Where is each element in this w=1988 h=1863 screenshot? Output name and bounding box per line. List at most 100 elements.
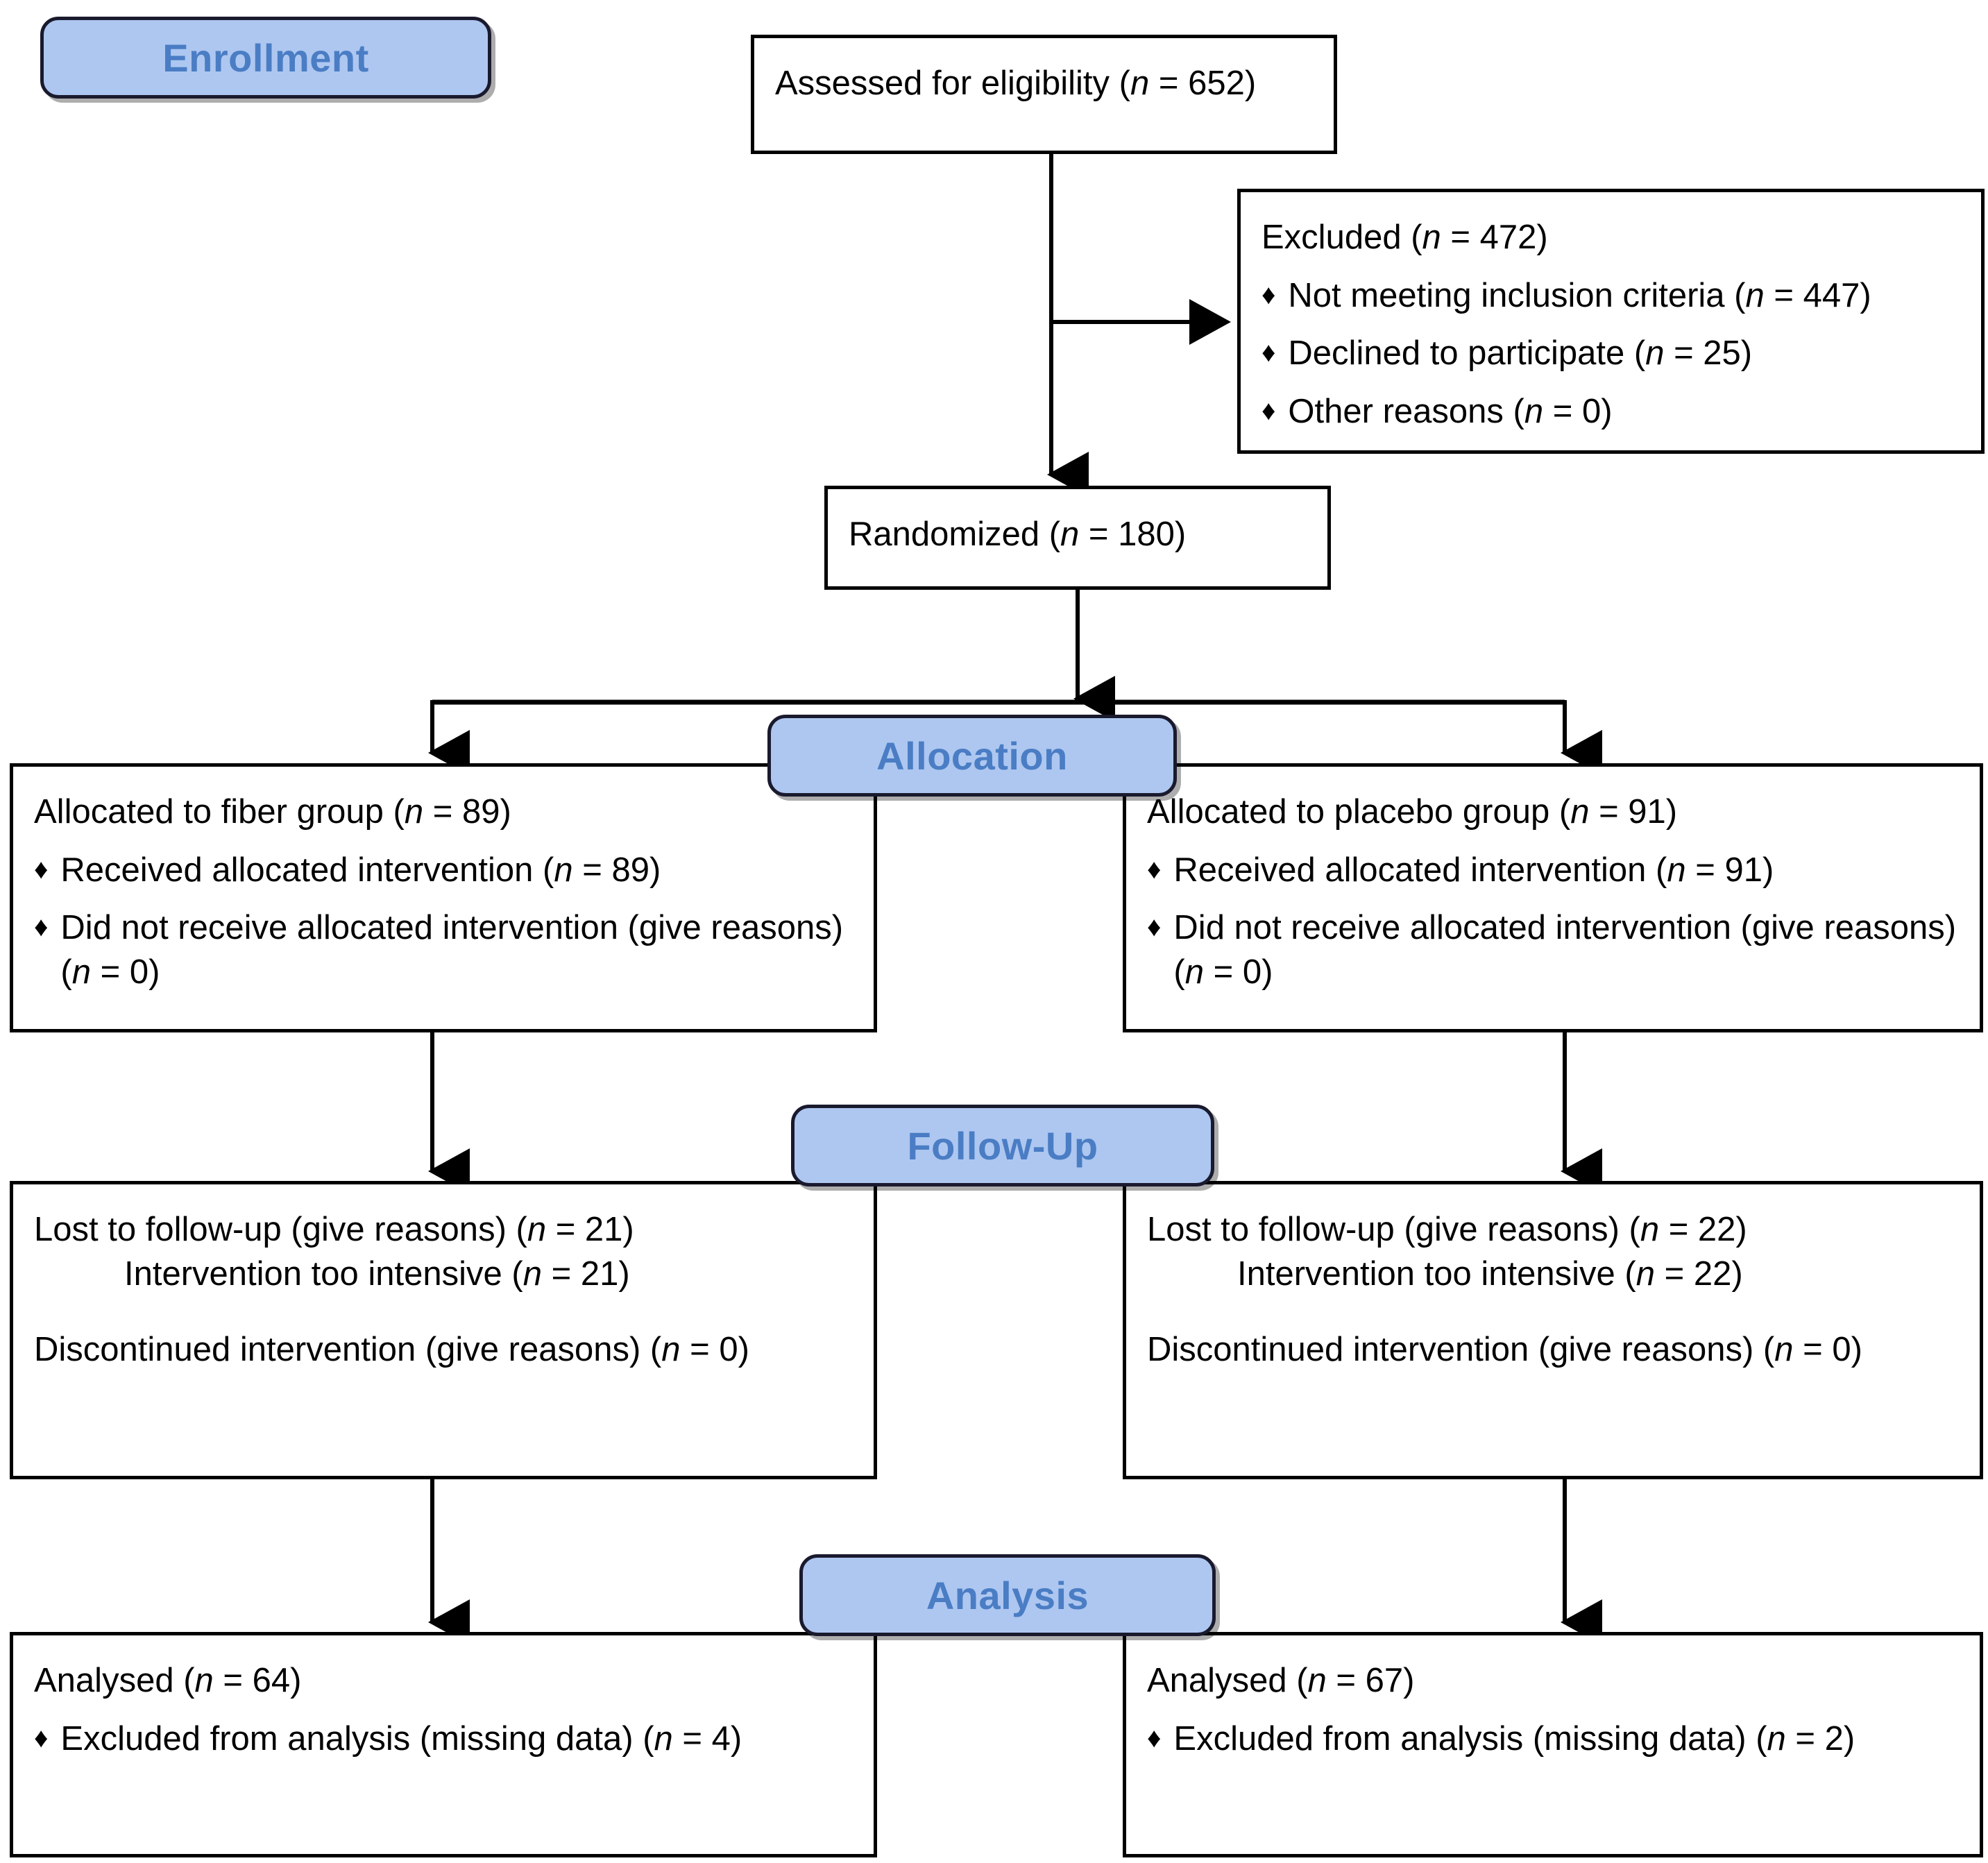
list-item: ♦ Received allocated intervention (n = 8… — [34, 849, 853, 893]
follow-left-line-2-text: Intervention too intensive ( — [124, 1254, 523, 1293]
follow-right-line-1-n-value: = 22) — [1659, 1211, 1747, 1248]
excluded-heading: Excluded (n = 472) — [1261, 216, 1960, 260]
analysis-right-n-symbol: n — [1307, 1662, 1327, 1699]
list-item: ♦ Other reasons (n = 0) — [1261, 390, 1960, 434]
alloc-left-item-2-text: Did not receive allocated intervention (… — [60, 909, 844, 992]
alloc-right-item-2: Did not receive allocated intervention (… — [1173, 906, 1959, 994]
excluded-reason-2-n-value: = 25) — [1664, 334, 1753, 373]
follow-left-line-2-n-symbol: n — [523, 1254, 542, 1293]
assessed-n-symbol: n — [1130, 65, 1150, 102]
excluded-reason-1-n-symbol: n — [1745, 276, 1765, 314]
follow-right-line-2: Intervention too intensive (n = 22) — [1147, 1252, 1959, 1297]
follow-left-line-2-n-value: = 21) — [542, 1254, 630, 1293]
alloc-right-item-1-n-value: = 91) — [1685, 851, 1774, 889]
alloc-right-n-symbol: n — [1570, 793, 1590, 831]
analysis-right-item-1-n-symbol: n — [1767, 1719, 1786, 1758]
randomized-n-symbol: n — [1060, 516, 1080, 553]
alloc-left-item-1-text: Received allocated intervention ( — [60, 851, 554, 889]
alloc-left-heading-text: Allocated to fiber group ( — [34, 793, 405, 831]
assessed-n-value: = 652) — [1149, 65, 1257, 102]
follow-right-line-3-n-symbol: n — [1774, 1331, 1794, 1369]
diamond-bullet-icon: ♦ — [1147, 853, 1162, 885]
stage-badge-followup-label: Follow-Up — [907, 1123, 1098, 1168]
node-assessed-for-eligibility: Assessed for eligibility (n = 652) — [751, 35, 1337, 154]
analysis-right-item-1-n-value: = 2) — [1785, 1719, 1855, 1758]
follow-right-line-2-n-symbol: n — [1636, 1254, 1655, 1293]
excluded-reason-1: Not meeting inclusion criteria (n = 447) — [1288, 274, 1960, 318]
alloc-right-item-1-n-symbol: n — [1667, 851, 1686, 889]
diamond-bullet-icon: ♦ — [34, 1722, 49, 1753]
analysis-left-item-1-n-value: = 4) — [672, 1719, 742, 1758]
node-analysed-placebo-group: Analysed (n = 67) ♦ Excluded from analys… — [1123, 1632, 1983, 1857]
excluded-heading-text: Excluded ( — [1261, 219, 1422, 256]
diamond-bullet-icon: ♦ — [1261, 337, 1276, 368]
analysis-left-item-1: Excluded from analysis (missing data) (n… — [60, 1717, 853, 1762]
analysis-right-item-1: Excluded from analysis (missing data) (n… — [1173, 1717, 1959, 1762]
follow-left-line-3-text: Discontinued intervention (give reasons)… — [34, 1331, 662, 1369]
follow-right-line-1-n-symbol: n — [1640, 1211, 1660, 1248]
follow-left-line-3-n-symbol: n — [661, 1331, 681, 1369]
analysis-right-n-value: = 67) — [1326, 1662, 1415, 1699]
alloc-right-heading-text: Allocated to placebo group ( — [1147, 793, 1571, 831]
stage-badge-enrollment: Enrollment — [40, 17, 491, 99]
diamond-bullet-icon: ♦ — [1147, 1722, 1162, 1753]
alloc-left-n-symbol: n — [404, 793, 424, 831]
excluded-reason-2: Declined to participate (n = 25) — [1288, 332, 1960, 376]
diamond-bullet-icon: ♦ — [34, 853, 49, 885]
alloc-left-n-value: = 89) — [423, 793, 511, 831]
analysis-left-heading-text: Analysed ( — [34, 1662, 195, 1699]
list-item: ♦ Did not receive allocated intervention… — [1147, 906, 1959, 994]
analysis-left-item-1-n-symbol: n — [654, 1719, 673, 1758]
alloc-right-item-2-text: Did not receive allocated intervention (… — [1173, 909, 1957, 992]
alloc-right-heading: Allocated to placebo group (n = 91) — [1147, 790, 1959, 835]
analysis-left-n-value: = 64) — [213, 1662, 302, 1699]
stage-badge-enrollment-label: Enrollment — [162, 35, 369, 80]
excluded-reason-2-text: Declined to participate ( — [1288, 334, 1646, 373]
diamond-bullet-icon: ♦ — [1261, 395, 1276, 427]
list-item: ♦ Not meeting inclusion criteria (n = 44… — [1261, 274, 1960, 318]
diamond-bullet-icon: ♦ — [1147, 912, 1162, 943]
stage-badge-analysis-label: Analysis — [926, 1573, 1089, 1617]
alloc-right-item-1: Received allocated intervention (n = 91) — [1173, 849, 1959, 893]
alloc-left-item-2-n-value: = 0) — [91, 953, 160, 992]
alloc-right-n-value: = 91) — [1589, 793, 1678, 831]
alloc-left-item-2: Did not receive allocated intervention (… — [60, 906, 853, 994]
alloc-left-item-1: Received allocated intervention (n = 89) — [60, 849, 853, 893]
list-item: ♦ Excluded from analysis (missing data) … — [1147, 1717, 1959, 1762]
excluded-reason-2-n-symbol: n — [1645, 334, 1665, 373]
follow-left-line-3: Discontinued intervention (give reasons)… — [34, 1328, 853, 1372]
list-item: ♦ Declined to participate (n = 25) — [1261, 332, 1960, 376]
alloc-right-item-1-text: Received allocated intervention ( — [1173, 851, 1667, 889]
node-excluded: Excluded (n = 472) ♦ Not meeting inclusi… — [1237, 189, 1985, 454]
stage-badge-followup: Follow-Up — [791, 1105, 1214, 1186]
analysis-right-heading: Analysed (n = 67) — [1147, 1659, 1959, 1703]
diamond-bullet-icon: ♦ — [34, 912, 49, 943]
node-allocated-fiber-group: Allocated to fiber group (n = 89) ♦ Rece… — [10, 763, 877, 1032]
node-randomized: Randomized (n = 180) — [824, 486, 1331, 590]
follow-right-line-1: Lost to follow-up (give reasons) (n = 22… — [1147, 1208, 1959, 1252]
follow-left-line-1-text: Lost to follow-up (give reasons) ( — [34, 1211, 527, 1248]
excluded-reason-3-n-symbol: n — [1524, 393, 1544, 431]
stage-badge-allocation: Allocation — [767, 715, 1177, 797]
assessed-line: Assessed for eligibility (n = 652) — [775, 62, 1313, 106]
follow-left-line-2: Intervention too intensive (n = 21) — [34, 1252, 853, 1297]
node-analysed-fiber-group: Analysed (n = 64) ♦ Excluded from analys… — [10, 1632, 877, 1857]
follow-left-line-3-n-value: = 0) — [680, 1331, 749, 1369]
excluded-n-value: = 472) — [1441, 219, 1548, 256]
alloc-left-item-2-n-symbol: n — [71, 953, 92, 992]
analysis-left-n-symbol: n — [194, 1662, 214, 1699]
alloc-left-item-1-n-value: = 89) — [572, 851, 661, 889]
excluded-reason-3-text: Other reasons ( — [1288, 393, 1524, 431]
follow-left-line-1: Lost to follow-up (give reasons) (n = 21… — [34, 1208, 853, 1252]
follow-right-line-3-n-value: = 0) — [1793, 1331, 1862, 1369]
follow-right-line-2-text: Intervention too intensive ( — [1237, 1254, 1636, 1293]
follow-right-line-2-n-value: = 22) — [1655, 1254, 1743, 1293]
follow-right-line-3: Discontinued intervention (give reasons)… — [1147, 1328, 1959, 1372]
alloc-right-item-2-n-symbol: n — [1184, 953, 1205, 992]
list-item: ♦ Received allocated intervention (n = 9… — [1147, 849, 1959, 893]
follow-left-line-1-n-value: = 21) — [546, 1211, 634, 1248]
stage-badge-allocation-label: Allocation — [876, 733, 1068, 778]
node-followup-placebo-group: Lost to follow-up (give reasons) (n = 22… — [1123, 1181, 1983, 1479]
node-allocated-placebo-group: Allocated to placebo group (n = 91) ♦ Re… — [1123, 763, 1983, 1032]
